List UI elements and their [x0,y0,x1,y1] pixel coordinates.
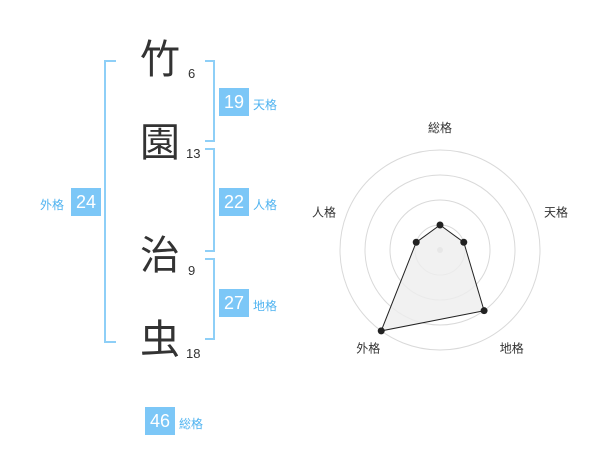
stroke-count-3: 9 [188,263,196,278]
radar-point-1 [436,221,444,229]
radar-ring-4 [339,149,541,351]
jinkaku-value: 22 [219,188,249,216]
name-char-4: 虫 [140,317,180,363]
stroke-count-4: 18 [186,346,201,361]
soukaku-label: 総格 [179,417,204,431]
soukaku-value: 46 [145,407,175,435]
radar-point-4 [377,327,385,335]
tenkaku-value: 19 [219,88,249,116]
radar-ring-3 [364,174,516,326]
name-char-2: 園 [140,120,180,166]
radar-axis-label-3: 地格 [500,341,524,356]
stroke-count-2: 13 [186,146,201,161]
name-char-3: 治 [140,233,180,279]
chikaku-value: 27 [219,289,249,317]
gaikaku-value: 24 [71,188,101,216]
radar-axis-label-4: 外格 [356,341,380,356]
radar-point-2 [460,238,468,246]
radar-axis-label-1: 総格 [428,120,452,135]
gaikaku-label: 外格 [40,198,65,212]
radar-point-3 [480,307,488,315]
radar-series-area [380,224,485,332]
tenkaku-bracket [205,60,215,142]
radar-point-5 [412,238,420,246]
name-char-1: 竹 [140,37,180,83]
stroke-count-1: 6 [188,66,196,81]
gaikaku-bracket [104,60,116,343]
radar-axis-label-5: 人格 [312,204,336,219]
jinkaku-bracket [205,148,215,252]
chikaku-label: 地格 [253,299,278,313]
radar-axis-label-2: 天格 [544,204,568,219]
jinkaku-label: 人格 [253,198,278,212]
tenkaku-label: 天格 [253,98,278,112]
chikaku-bracket [205,258,215,340]
